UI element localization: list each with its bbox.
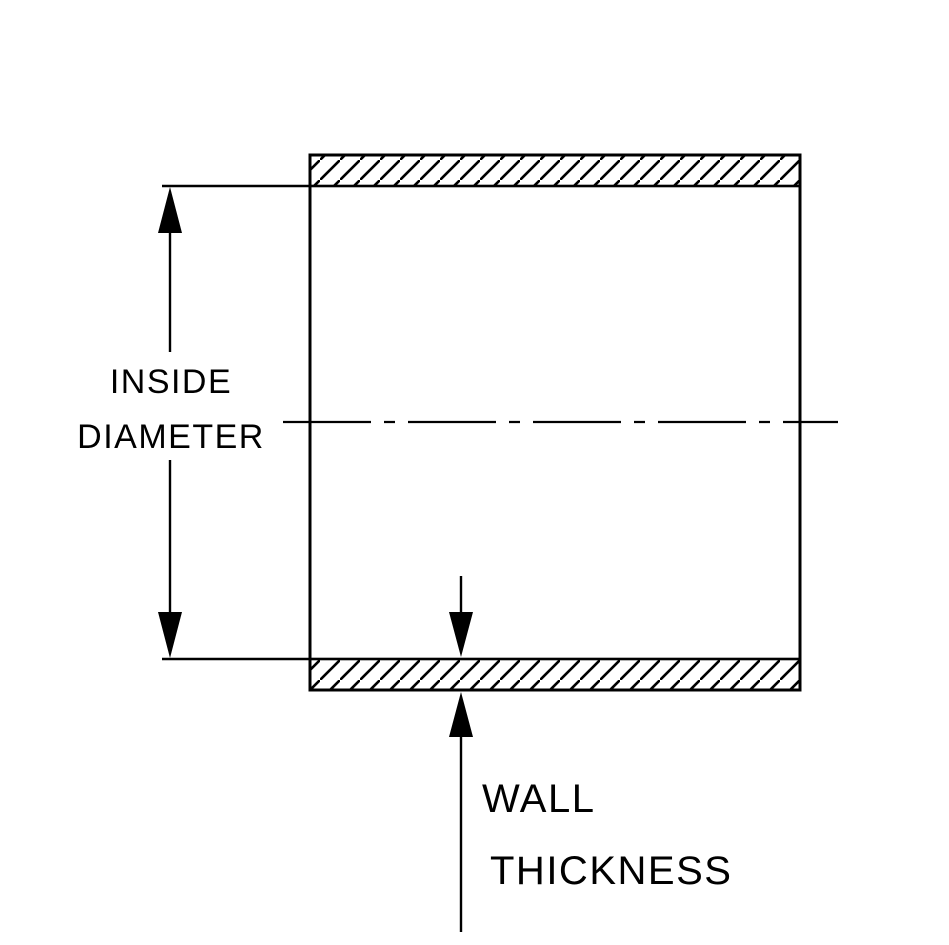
inside-diameter-label-line2: DIAMETER <box>77 418 265 456</box>
wall-arrow-down-icon <box>449 612 473 657</box>
arrow-down-icon <box>158 612 182 658</box>
wall-arrow-up-icon <box>449 692 473 737</box>
top-wall-hatch <box>308 153 802 188</box>
wall-thickness-label-line2: THICKNESS <box>490 849 732 893</box>
inside-diameter-label-line1: INSIDE <box>110 363 232 401</box>
arrow-up-icon <box>158 187 182 233</box>
wall-thickness-label-line1: WALL <box>482 777 595 821</box>
bottom-wall-hatch <box>308 657 802 692</box>
